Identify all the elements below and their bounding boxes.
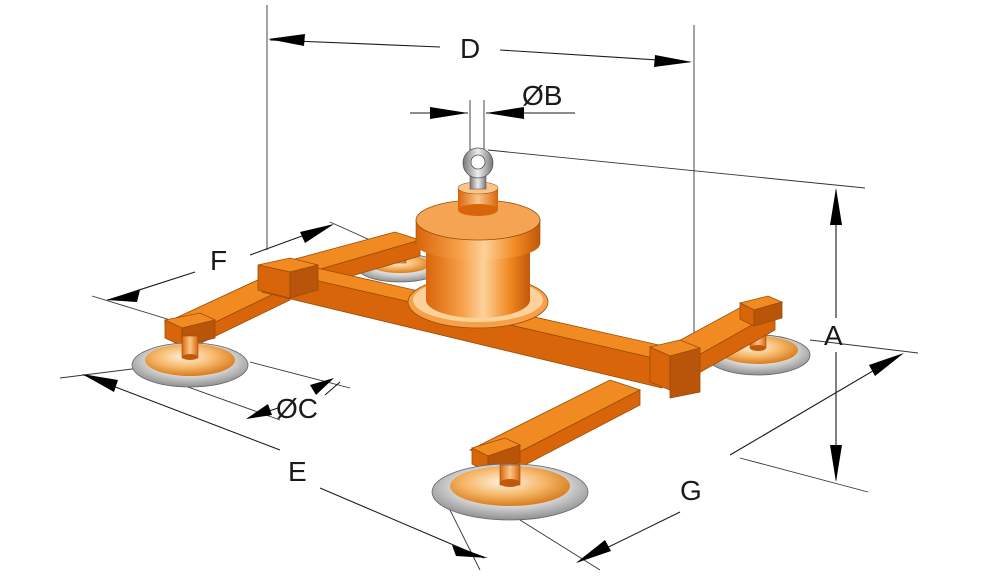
label-e: E	[288, 456, 307, 487]
suction-pad-front	[431, 463, 589, 521]
label-d: D	[460, 33, 480, 64]
frame	[163, 231, 784, 479]
suction-pad-front-left	[131, 335, 249, 388]
label-g: G	[680, 475, 702, 506]
label-b: ØB	[522, 80, 562, 111]
label-f: F	[210, 245, 227, 276]
dimension-labels: D ØB F A ØC E G	[210, 33, 843, 506]
vacuum-cylinder	[407, 181, 549, 329]
lifting-eye-icon	[462, 147, 494, 190]
label-a: A	[824, 320, 843, 351]
label-c: ØC	[276, 393, 318, 424]
